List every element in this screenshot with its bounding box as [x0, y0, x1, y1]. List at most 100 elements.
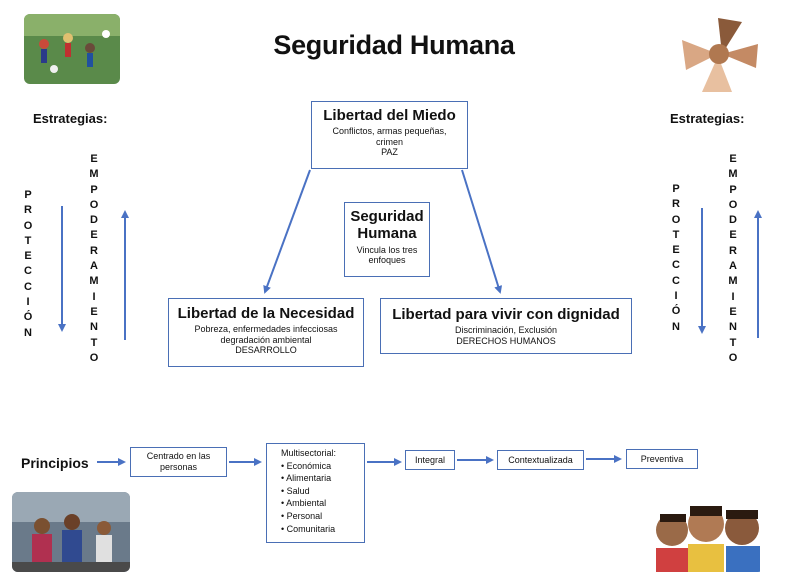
center-line1: Vincula los tres [356, 244, 418, 255]
proteccion-letter: C [24, 265, 32, 278]
empoderamiento-letter: E [729, 229, 737, 242]
multisectorial-box: Multisectorial: • Económica • Alimentaria… [266, 443, 365, 543]
empoderamiento-letter: N [90, 321, 98, 334]
proteccion-letter: Ó [23, 311, 33, 324]
hands-photo [672, 10, 764, 94]
libertad-dignidad-line1: Discriminación, Exclusión [454, 325, 558, 336]
preventiva-label: Preventiva [640, 454, 684, 464]
principios-label: Principios [21, 455, 89, 471]
proteccion-letter: C [672, 274, 680, 287]
libertad-miedo-title: Libertad del Miedo [323, 107, 456, 124]
empoderamiento-letter: O [89, 198, 99, 211]
empoderamiento-letter: T [90, 336, 98, 349]
multisectorial-list: • Económica • Alimentaria• Salud • Ambient… [281, 460, 364, 536]
libertad-necesidad-line1: Pobreza, enfermedades infecciosas [194, 324, 338, 335]
libertad-miedo-line2: crimen [375, 136, 403, 147]
proteccion-letter: N [672, 320, 680, 333]
proteccion-letter: I [26, 296, 30, 309]
proteccion-letter: P [672, 183, 680, 195]
libertad-necesidad-line2: degradación ambiental [220, 334, 312, 345]
center-line2: enfoques [368, 254, 406, 265]
community-photo [12, 492, 130, 572]
empoderamiento-letter: M [728, 168, 738, 181]
empoderamiento-letter: A [90, 260, 98, 273]
multisectorial-item: • Comunitaria [281, 523, 336, 534]
empoderamiento-letter: P [90, 183, 98, 196]
libertad-dignidad-line2: DERECHOS HUMANOS [456, 335, 556, 346]
centrado-line2: personas [159, 461, 198, 472]
empoderamiento-letter: I [731, 290, 735, 303]
proteccion-letter: O [23, 219, 33, 232]
seguridad-humana-center-box: Seguridad Humana Vincula los tres enfoqu… [344, 202, 430, 277]
empoderamiento-letter: E [90, 153, 98, 165]
multisectorial-item: • Personal [281, 510, 323, 521]
page-title: Seguridad Humana [273, 30, 515, 60]
multisectorial-item: • Ambiental [281, 498, 327, 509]
empoderamiento-letter: O [89, 351, 99, 364]
libertad-miedo-line1: Conflictos, armas pequeñas, [332, 126, 447, 137]
proteccion-letter: R [24, 204, 32, 217]
proteccion-letter: T [24, 234, 32, 247]
empoderamiento-letter: M [89, 168, 99, 181]
empoderamiento-letter: O [728, 351, 738, 364]
integral-label: Integral [414, 455, 446, 465]
contextualizada-box: Contextualizada [497, 450, 584, 470]
multisectorial-title: Multisectorial: [281, 448, 337, 458]
multisectorial-item: • Económica [281, 460, 332, 471]
integral-box: Integral [405, 450, 455, 470]
libertad-dignidad-title: Libertad para vivir con dignidad [392, 306, 620, 323]
empoderamiento-letter: R [729, 244, 737, 257]
empoderamiento-letter: N [729, 321, 737, 334]
empoderamiento-letter: P [729, 183, 737, 196]
proteccion-letter: I [674, 290, 678, 303]
centrado-personas-box: Centrado en las personas [130, 447, 227, 477]
empoderamiento-letter: E [729, 305, 737, 318]
libertad-dignidad-box: Libertad para vivir con dignidad Discrim… [380, 298, 632, 354]
strategies-label-left: Estrategias: [33, 111, 108, 126]
proteccion-letter: Ó [671, 305, 681, 318]
proteccion-letter: E [24, 250, 32, 263]
empoderamiento-letter: T [729, 336, 737, 349]
center-title-line1: Seguridad [350, 208, 424, 225]
empoderamiento-letter: D [90, 214, 98, 227]
empoderamiento-letter: E [90, 305, 98, 318]
libertad-necesidad-line3: DESARROLLO [235, 344, 297, 355]
libertad-miedo-box: Libertad del Miedo Conflictos, armas peq… [311, 101, 468, 169]
multisectorial-item: • Salud [281, 485, 310, 496]
libertad-miedo-line3: PAZ [381, 146, 398, 157]
multisectorial-item: • Alimentaria [281, 473, 332, 484]
empoderamiento-letter: D [729, 214, 737, 227]
proteccion-letter: E [672, 244, 680, 257]
proteccion-letter: R [672, 198, 680, 211]
empoderamiento-letter: O [728, 198, 738, 211]
proteccion-letter: N [24, 326, 32, 339]
strategies-label-right: Estrategias: [670, 111, 745, 126]
miedo-to-necesidad-arrow [263, 169, 311, 294]
empoderamiento-letter: E [729, 153, 737, 165]
proteccion-letter: C [672, 259, 680, 272]
children-photo [650, 494, 764, 572]
proteccion-letter: O [671, 213, 681, 226]
contextualizada-label: Contextualizada [508, 455, 573, 465]
proteccion-letter: C [24, 280, 32, 293]
miedo-to-dignidad-arrow [461, 169, 503, 294]
proteccion-letter: T [672, 228, 680, 241]
soccer-photo [24, 14, 120, 84]
proteccion-letter: P [24, 189, 32, 201]
empoderamiento-letter: M [728, 275, 738, 288]
empoderamiento-letter: A [729, 260, 737, 273]
libertad-necesidad-box: Libertad de la Necesidad Pobreza, enferm… [168, 298, 364, 367]
centrado-line1: Centrado en las [146, 451, 211, 461]
empoderamiento-letter: R [90, 244, 98, 257]
libertad-necesidad-title: Libertad de la Necesidad [177, 305, 355, 322]
empoderamiento-letter: I [92, 290, 96, 303]
empoderamiento-letter: M [89, 275, 99, 288]
preventiva-box: Preventiva [626, 449, 698, 469]
empoderamiento-letter: E [90, 229, 98, 242]
center-title-line2: Humana [357, 225, 417, 243]
